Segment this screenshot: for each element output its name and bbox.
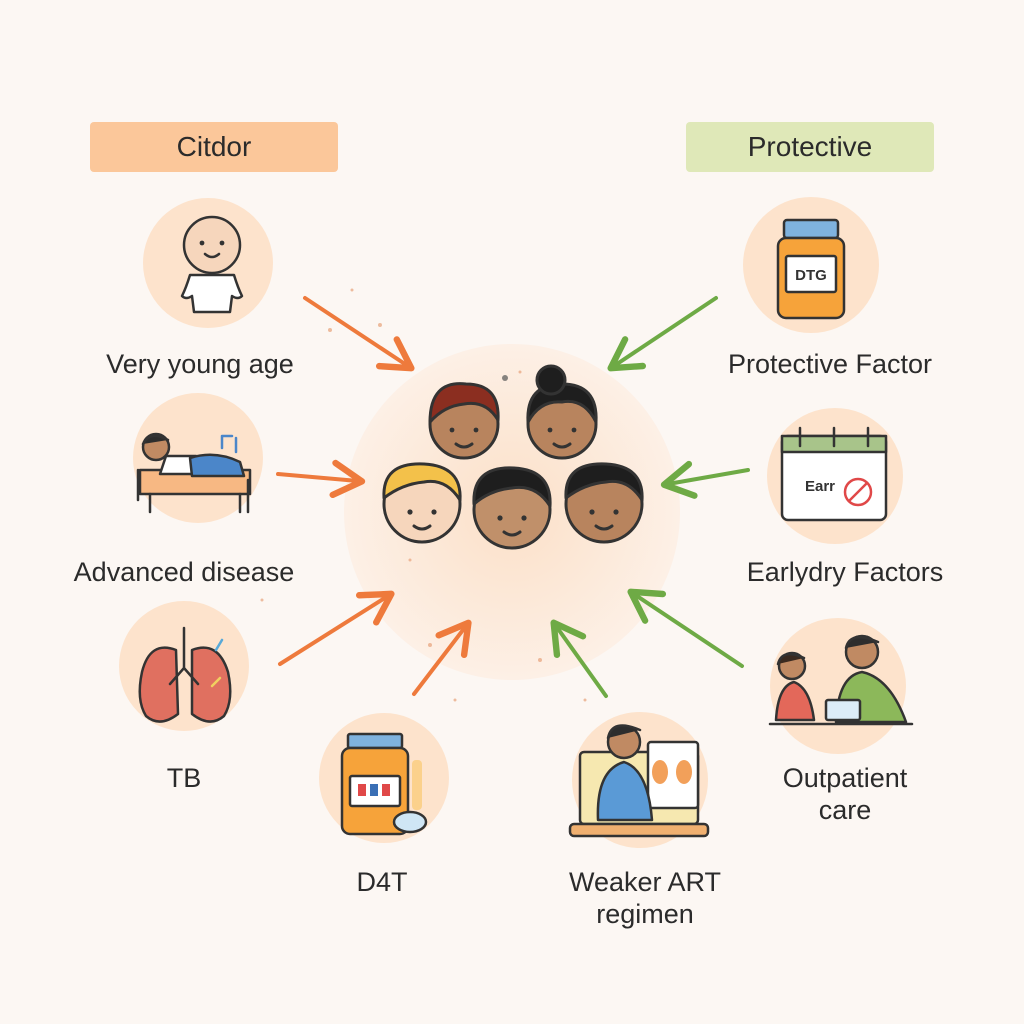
arrow-early [660, 460, 750, 499]
label-early-factors: Earlydry Factors [746, 557, 944, 587]
risk-header: Citdor [176, 131, 252, 162]
baby-icon [180, 215, 244, 314]
laptop-doctor-icon [568, 724, 710, 838]
risk-arrows [276, 296, 472, 696]
arrow-dtg [607, 296, 718, 372]
children-group-icon [382, 364, 644, 550]
arrow-advanced-disease [276, 459, 366, 499]
label-protective-factor: Protective Factor [727, 349, 933, 379]
protective-arrows [550, 296, 750, 698]
label-weaker-art: Weaker ART regimen [568, 867, 722, 929]
calendar-icon [780, 426, 888, 522]
protective-header: Protective [747, 131, 873, 162]
label-very-young-age: Very young age [106, 349, 294, 379]
arrow-young-age [303, 296, 415, 372]
dtg-bottle-label: DTG [795, 267, 827, 284]
arrow-weaker-art [550, 619, 608, 698]
label-advanced-disease: Advanced disease [73, 557, 295, 587]
risk-header-pill [90, 122, 338, 172]
protective-header-pill [686, 122, 934, 172]
arrow-d4t [412, 619, 472, 696]
label-tb: TB [166, 763, 202, 793]
label-d4t: D4T [356, 867, 408, 897]
label-outpatient-care: Outpatient care [782, 763, 908, 825]
calendar-label: Earr [805, 478, 835, 495]
medicine-bottle-icon [340, 732, 428, 836]
consultation-icon [768, 634, 914, 726]
dtg-bottle-icon [776, 218, 846, 320]
bedridden-patient-icon [136, 432, 252, 514]
lungs-icon [138, 626, 232, 723]
arrow-outpatient [627, 588, 744, 668]
arrow-tb [278, 590, 395, 666]
